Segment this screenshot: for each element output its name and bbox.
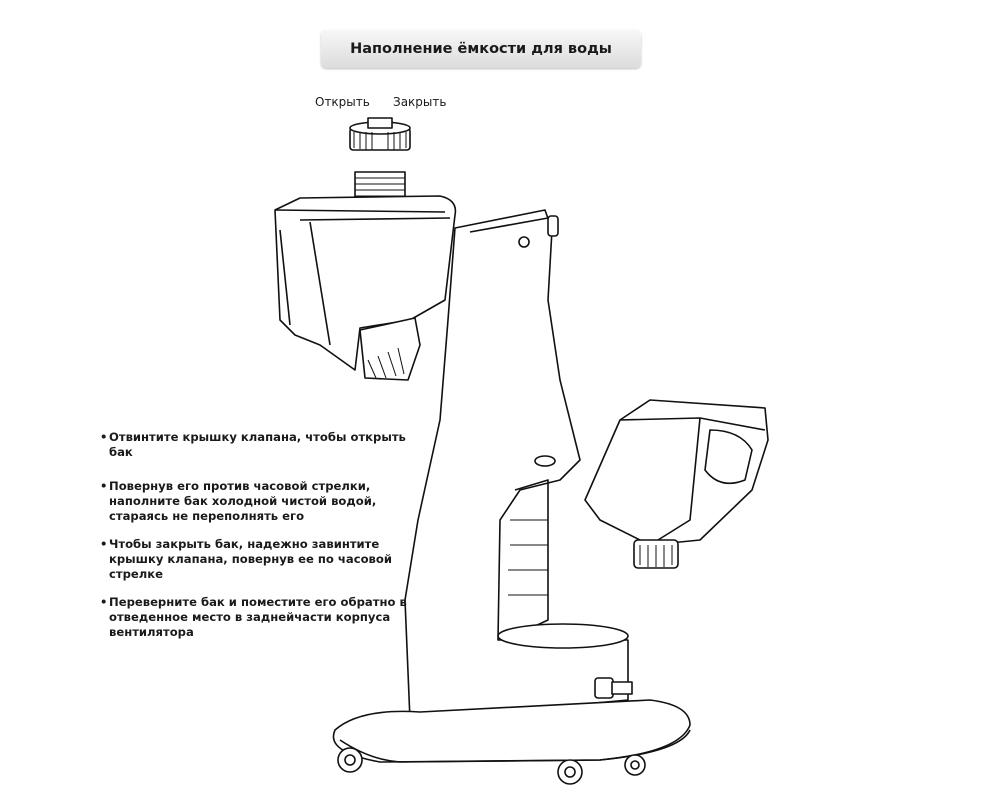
instruction-item: Переверните бак и поместите его обратно …	[100, 595, 420, 640]
page-title: Наполнение ёмкости для воды	[321, 30, 641, 68]
label-open: Открыть	[315, 95, 370, 109]
base-with-wheels-drawing	[332, 699, 691, 785]
instruction-line: стараясь не переполнять его	[109, 509, 305, 523]
instructions-list: Отвинтите крышку клапана, чтобы открыть …	[100, 430, 420, 653]
water-tank-closed-drawing	[584, 399, 769, 569]
instruction-item: Повернув его против часовой стрелки, нап…	[100, 479, 420, 524]
instruction-line: Повернув его против часовой стрелки,	[109, 479, 371, 493]
instruction-line: отведенное место в заднейчасти корпуса	[109, 610, 391, 624]
instruction-line: Переверните бак и поместите его обратно …	[109, 595, 407, 609]
valve-cap-drawing	[349, 117, 411, 151]
instruction-line: Отвинтите крышку клапана, чтобы открыть …	[109, 430, 406, 459]
instruction-line: наполните бак холодной чистой водой,	[109, 494, 377, 508]
instruction-line: Чтобы закрыть бак, надежно завинтите	[109, 537, 380, 551]
instruction-line: крышку клапана, повернув ее по часовой с…	[109, 552, 392, 581]
fan-body-drawing	[404, 209, 633, 721]
instruction-item: Чтобы закрыть бак, надежно завинтите кры…	[100, 537, 420, 582]
label-close: Закрыть	[393, 95, 447, 109]
instruction-line: вентилятора	[109, 625, 194, 639]
instruction-item: Отвинтите крышку клапана, чтобы открыть …	[100, 430, 420, 460]
water-tank-open-drawing	[274, 171, 457, 381]
